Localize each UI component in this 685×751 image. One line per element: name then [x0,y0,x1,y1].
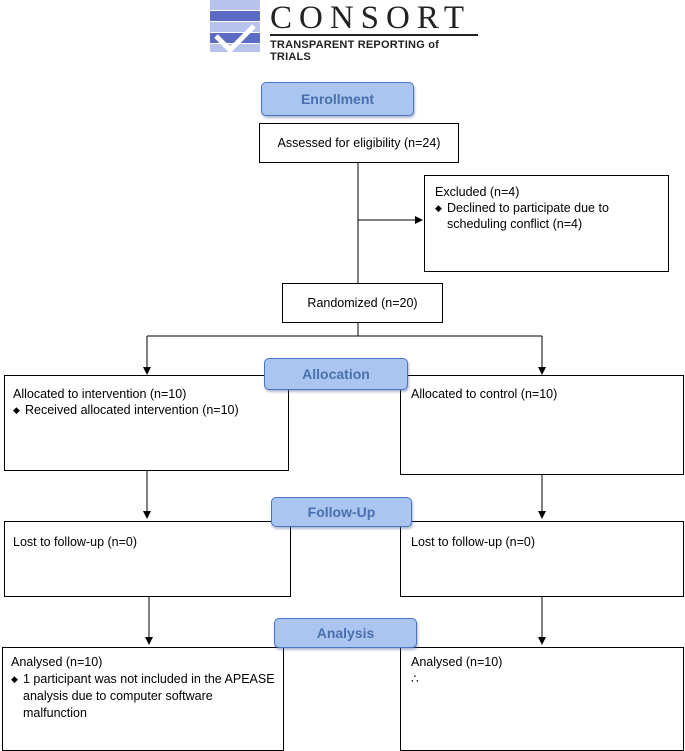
randomized-box: Randomized (n=20) [282,283,443,323]
logo-divider [270,34,478,36]
lost-followup-right-box: Lost to follow-up (n=0) [400,521,684,597]
alloc-intervention-bullet-text: Received allocated intervention (n=10) [25,403,239,417]
analysed-left-title: Analysed (n=10) [11,655,103,669]
alloc-intervention-title: Allocated to intervention (n=10) [13,387,187,401]
alloc-control-title: Allocated to control (n=10) [411,387,558,401]
analysed-left-box: Analysed (n=10) ◆ 1 participant was not … [2,647,284,751]
diamond-bullet-icon: ◆ [435,203,442,213]
lost-followup-left-text: Lost to follow-up (n=0) [13,535,138,549]
stage-enrollment: Enrollment [261,82,414,116]
stage-allocation: Allocation [264,358,408,390]
assessed-box: Assessed for eligibility (n=24) [259,123,459,163]
stage-follow-up: Follow-Up [271,497,412,527]
lost-followup-left-box: Lost to follow-up (n=0) [4,521,291,597]
analysed-right-title: Analysed (n=10) [411,655,503,669]
lost-followup-right-text: Lost to follow-up (n=0) [411,535,536,549]
analysed-right-box: Analysed (n=10) ∴ [400,647,684,751]
consort-logo-mark [210,0,260,52]
analysed-right-note: ∴ [411,672,419,686]
stage-analysis: Analysis [274,618,417,648]
alloc-intervention-box: Allocated to intervention (n=10) ◆ Recei… [4,375,289,471]
consort-logo: CONSORT TRANSPARENT REPORTING of TRIALS [210,0,480,63]
excluded-bullet-item: ◆ Declined to participate due to schedul… [435,200,658,232]
logo-subtitle: TRANSPARENT REPORTING of TRIALS [270,39,439,63]
analysed-left-bullet-text: 1 participant was not included in the AP… [23,672,275,720]
logo-wordmark: CONSORT [270,0,472,36]
alloc-intervention-bullet-item: ◆ Received allocated intervention (n=10) [13,402,280,418]
analysed-left-bullet-item: ◆ 1 participant was not included in the … [11,671,275,722]
excluded-bullet-text: Declined to participate due to schedulin… [447,201,609,231]
excluded-box: Excluded (n=4) ◆ Declined to participate… [424,175,669,272]
excluded-title: Excluded (n=4) [435,185,520,199]
diamond-bullet-icon: ◆ [13,405,20,415]
alloc-control-box: Allocated to control (n=10) [400,375,684,475]
diamond-bullet-icon: ◆ [11,674,18,684]
